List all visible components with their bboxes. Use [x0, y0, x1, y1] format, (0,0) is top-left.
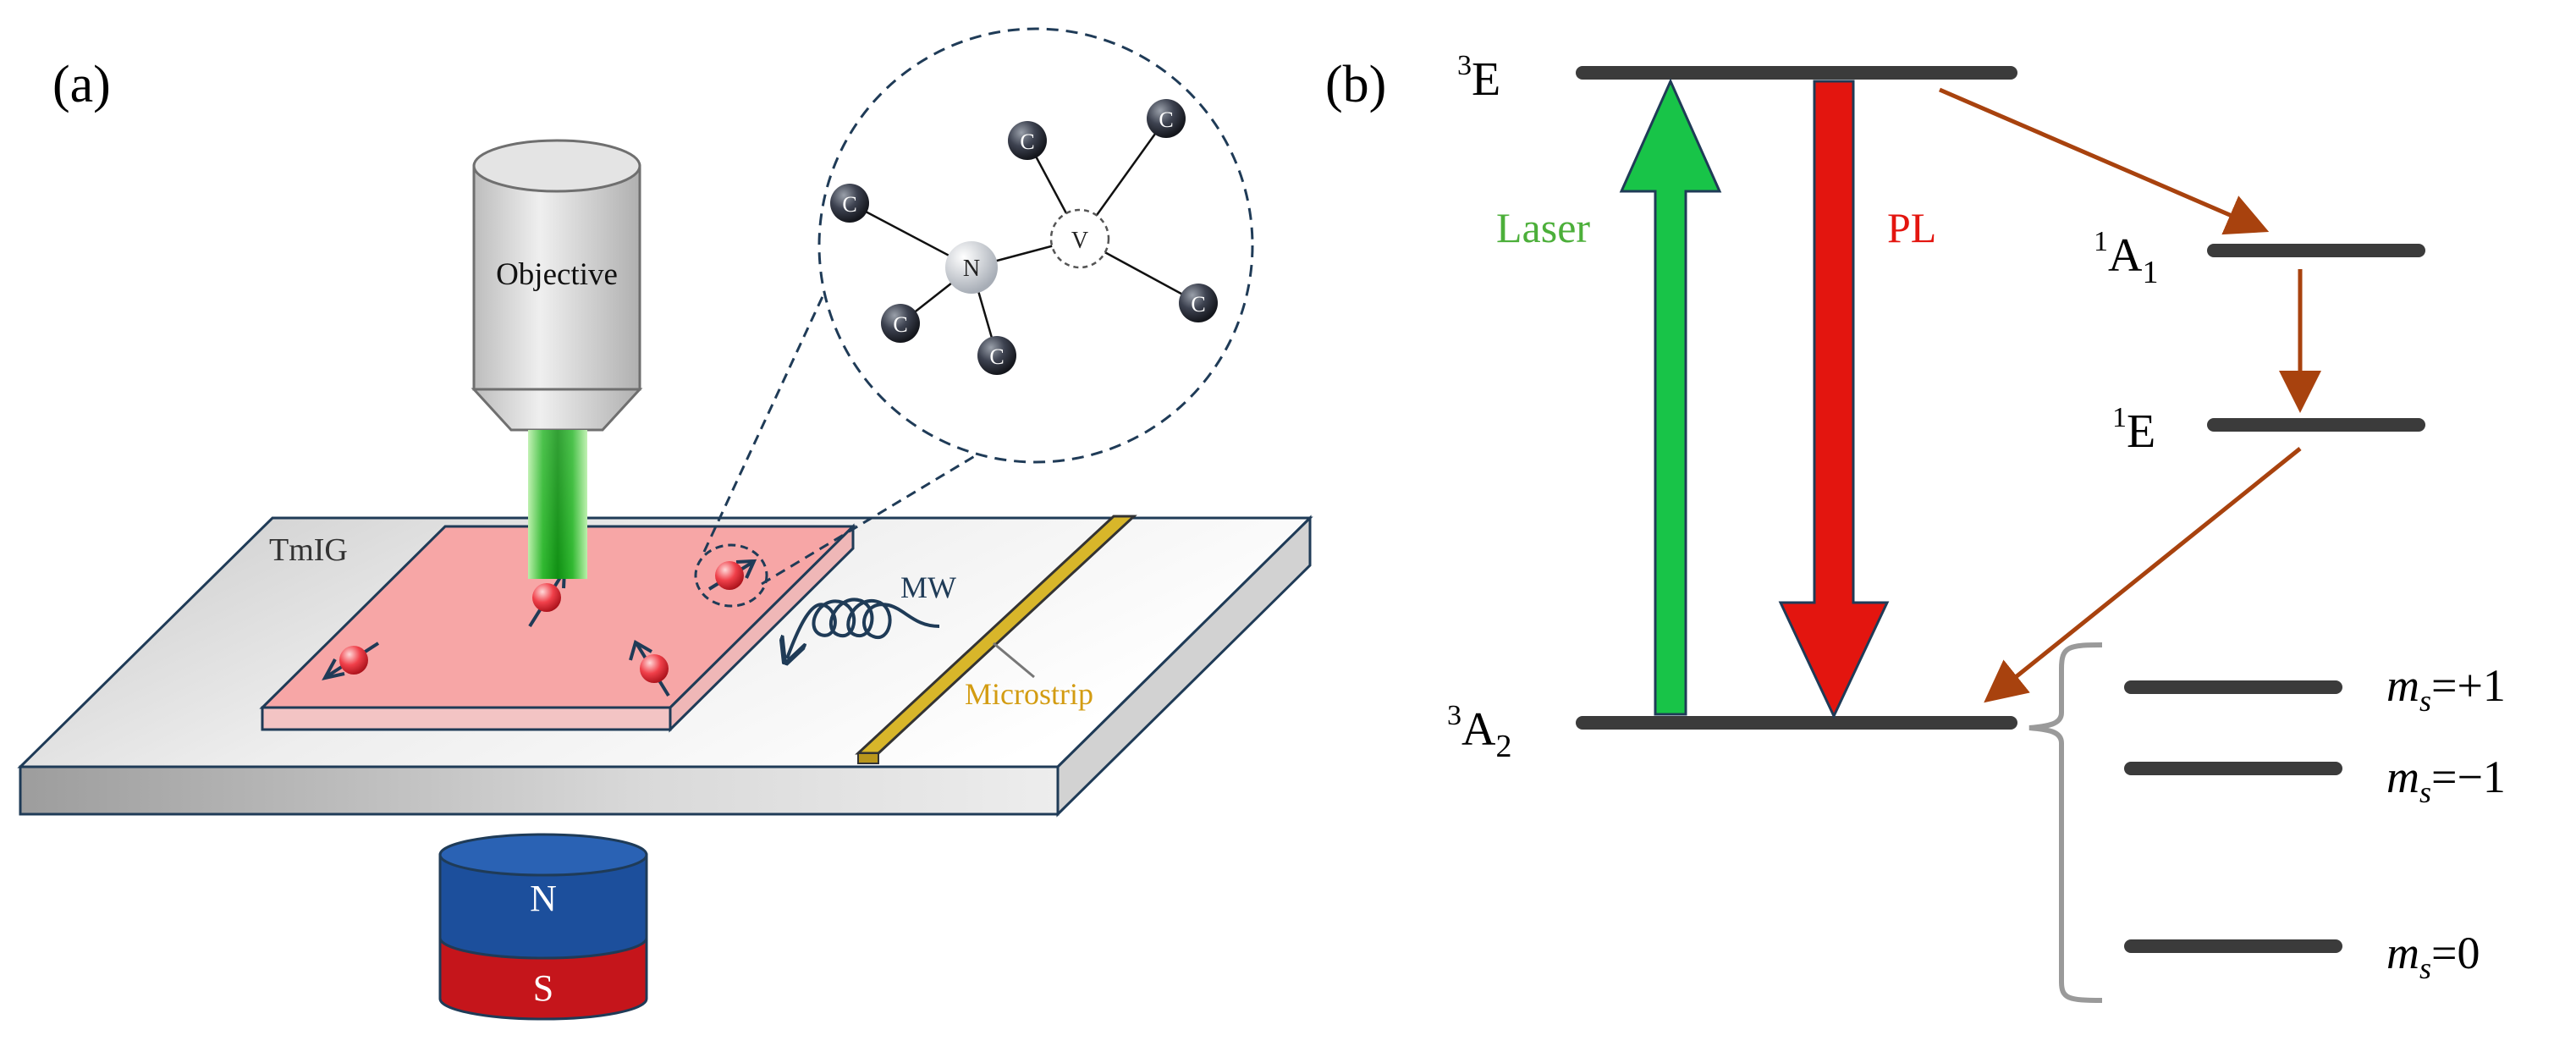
magnet-north-label: N — [530, 878, 557, 919]
laser-label: Laser — [1496, 204, 1590, 251]
level-3A2-label: 3A2 — [1447, 700, 1511, 764]
laser-beam — [528, 430, 587, 579]
spin-bracket — [2028, 642, 2103, 1003]
objective — [471, 139, 643, 432]
ms-plus1-label: ms=+1 — [2386, 660, 2506, 718]
spin-4 — [694, 543, 768, 608]
laser-arrow — [1619, 78, 1722, 716]
microstrip — [855, 515, 1137, 764]
nv-atom-labels: C C C C C C N V — [842, 107, 1205, 369]
carbon-label: C — [893, 312, 907, 337]
isc-arrow-3 — [1984, 447, 2302, 703]
panel-a-label: (a) — [52, 56, 111, 113]
magnet — [438, 833, 648, 1021]
level-1A1-label: 1A1 — [2094, 226, 2158, 290]
spin-1 — [322, 642, 380, 680]
ms-0-label: ms=0 — [2386, 928, 2480, 985]
vacancy-label: V — [1071, 228, 1088, 254]
level-3E-label: 3E — [1457, 50, 1500, 106]
carbon-label: C — [989, 344, 1004, 369]
carbon-label: C — [842, 192, 856, 217]
mw-wave — [787, 598, 940, 658]
panel-a: (a) TmIG — [17, 27, 1313, 1021]
level-1E-label: 1E — [2112, 402, 2155, 458]
objective-label: Objective — [496, 257, 618, 292]
ms-minus1-label: ms=−1 — [2386, 752, 2506, 809]
energy-levels — [1576, 66, 2425, 953]
nv-layer — [259, 523, 856, 733]
spin-3 — [629, 639, 670, 697]
magnet-south-label: S — [533, 967, 553, 1009]
pl-label: PL — [1887, 204, 1936, 251]
carbon-label: C — [1159, 107, 1173, 132]
film-label: TmIG — [269, 532, 348, 568]
nitrogen-label: N — [963, 256, 980, 282]
carbon-label: C — [1020, 129, 1034, 154]
nv-zoom — [702, 27, 1254, 586]
carbon-label: C — [1191, 292, 1205, 317]
isc-arrow-1 — [1939, 87, 2270, 235]
mw-label: MW — [900, 570, 956, 604]
panel-b: (b) 3E 1A1 1E 3A2 Laser — [1325, 50, 2506, 1003]
panel-b-label: (b) — [1325, 56, 1386, 113]
isc-arrows — [1939, 87, 2321, 703]
pl-arrow — [1778, 80, 1890, 719]
microstrip-label: Microstrip — [965, 677, 1093, 711]
